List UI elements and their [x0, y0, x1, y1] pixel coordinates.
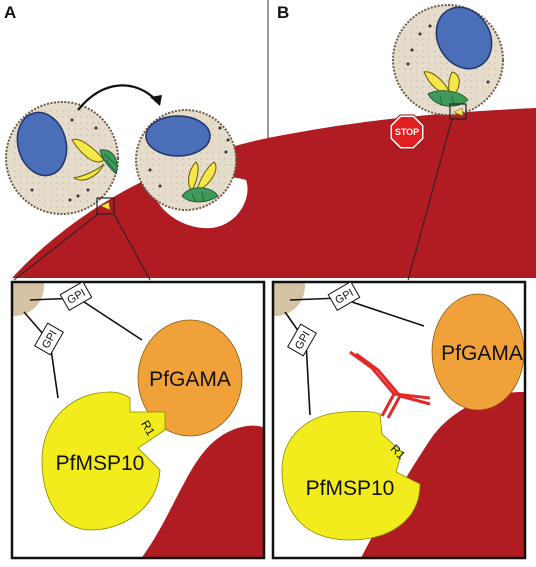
zoom-line-a1: [13, 213, 99, 281]
pfmsp10-label: PfMSP10: [306, 477, 395, 500]
zoom-box-a: [96, 197, 115, 215]
micronemes: [181, 187, 219, 203]
stop-sign-label: STOP: [395, 127, 419, 137]
stop-sign: STOP: [389, 114, 425, 150]
zoom-panel-b: GPI GPI PfGAMA PfMSP10 R1: [271, 280, 527, 560]
pfmsp10-protein: [41, 391, 166, 531]
merozoite-membrane: [12, 282, 44, 316]
nucleus: [16, 111, 68, 177]
pfgama-label: PfGAMA: [441, 342, 523, 365]
micronemes: [99, 149, 119, 175]
pfgama-protein: [137, 319, 243, 437]
nucleus: [435, 6, 493, 70]
panel-label-a: A: [4, 3, 16, 22]
zoom-line-a2: [113, 213, 151, 281]
antibody: [349, 350, 431, 419]
red-blood-cell-surface: [12, 108, 536, 278]
rhoptry-pair: [188, 161, 217, 193]
pfgama-label: PfGAMA: [149, 368, 231, 391]
invasion-arrow: [77, 84, 157, 111]
invasion-arrowhead: [150, 95, 162, 106]
pfmsp10-label: PfMSP10: [56, 452, 145, 475]
micronemes: [427, 90, 469, 107]
merozoite-invading: [135, 109, 237, 211]
red-blood-cell-membrane: [141, 425, 264, 558]
r1-label: R1: [138, 418, 158, 439]
merozoite-attaching: [5, 101, 119, 215]
merozoite-blocked: [392, 4, 504, 116]
zoom-panel-a: GPI GPI PfGAMA PfMSP10 R1: [10, 280, 266, 560]
nucleus: [145, 115, 211, 157]
merozoite-membrane: [273, 282, 305, 316]
zoom-box-b: [449, 103, 467, 120]
pfmsp10-protein: [281, 411, 421, 541]
zoom-line-b1: [407, 118, 453, 281]
panel-label-b: B: [277, 3, 289, 22]
